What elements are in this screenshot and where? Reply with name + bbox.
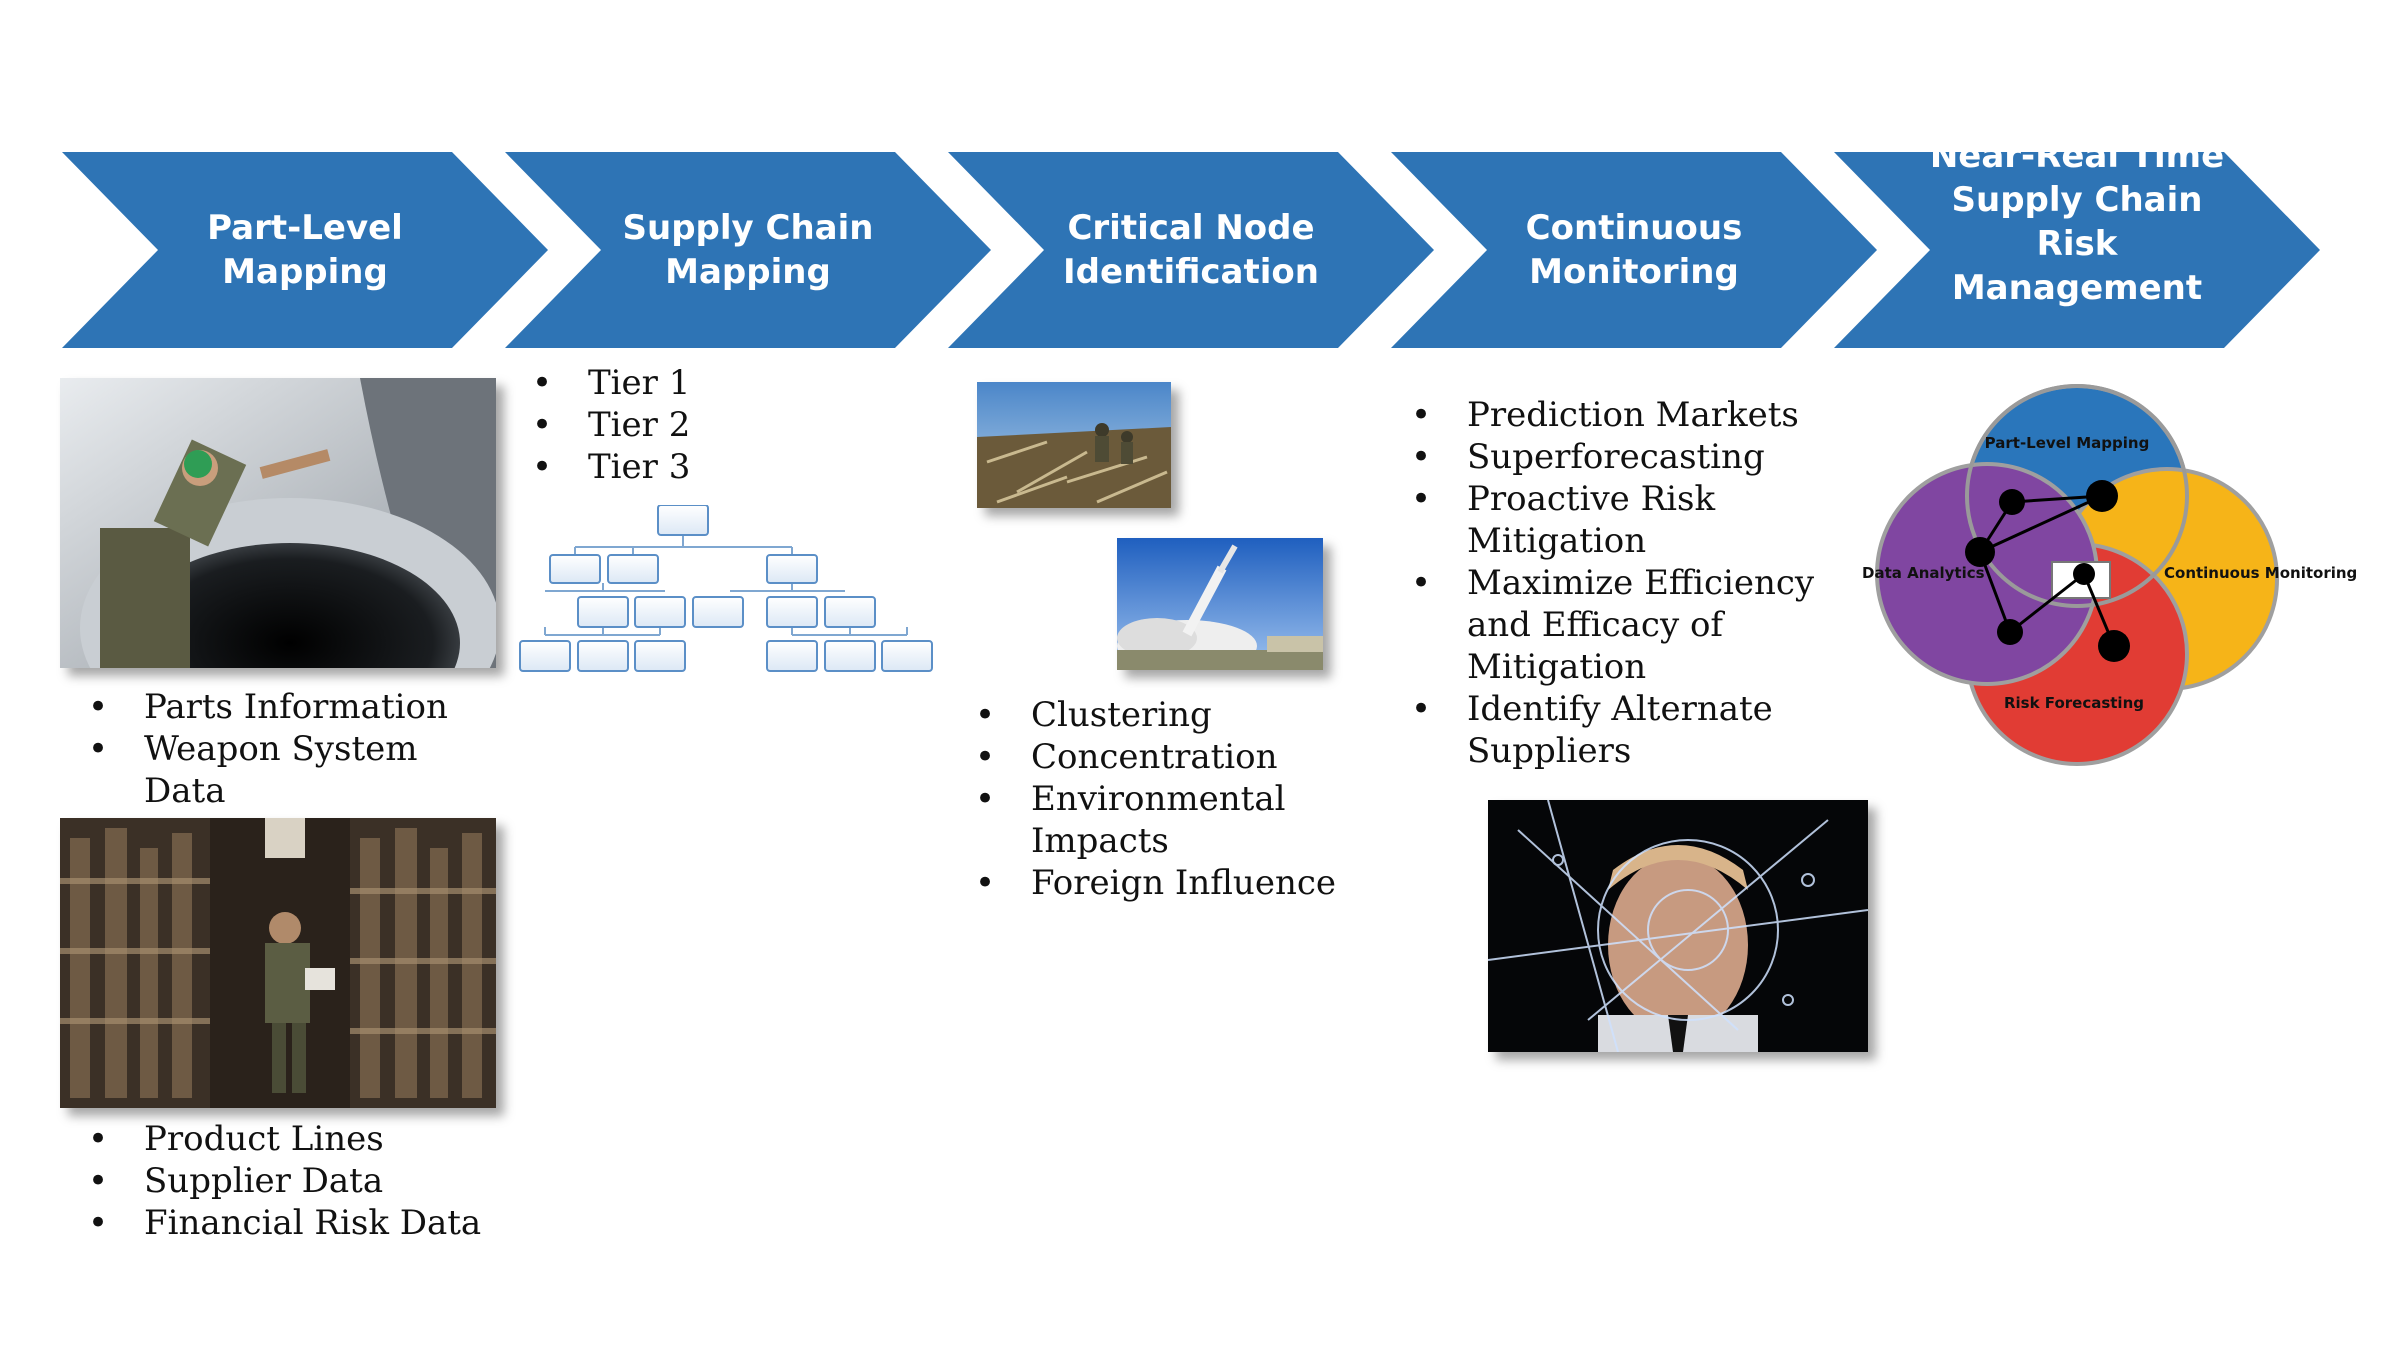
chevron-shape	[1834, 152, 2320, 348]
part-level-bullets-2: Product Lines Supplier Data Financial Ri…	[88, 1118, 508, 1244]
critical-node-bullets: Clustering Concentration Environmental I…	[975, 694, 1395, 904]
tier-list: Tier 1 Tier 2 Tier 3	[532, 362, 832, 488]
chevron-label: Critical Node Identification	[1063, 208, 1319, 292]
list-item: Parts Information	[88, 686, 508, 728]
chevron-shape	[62, 152, 548, 348]
monitoring-bullets: Prediction Markets Superforecasting Proa…	[1411, 394, 1841, 772]
chevron-label: Supply Chain Mapping	[622, 208, 874, 292]
airman-radar-screen-photo	[1488, 800, 1868, 1052]
venn-label-bottom: Risk Forecasting	[2004, 694, 2144, 712]
chevron-near-real-time-risk-management: Near-Real Time Supply Chain Risk Managem…	[1834, 136, 2320, 348]
soldiers-debris-photo	[977, 382, 1171, 508]
list-item: Financial Risk Data	[88, 1202, 508, 1244]
venn-label-right: Continuous Monitoring	[2164, 564, 2357, 582]
warehouse-parts-photo	[60, 818, 496, 1108]
chevron-shape	[1391, 152, 1877, 348]
list-item: Maximize Efficiency and Efficacy of Miti…	[1411, 562, 1841, 688]
chevron-continuous-monitoring: Continuous Monitoring	[1391, 152, 1877, 348]
list-item: Concentration	[975, 736, 1395, 778]
mechanic-jet-engine-photo	[60, 378, 496, 668]
chevron-label: Part-Level Mapping	[207, 208, 403, 292]
list-item: Supplier Data	[88, 1160, 508, 1202]
part-level-bullets-1: Parts Information Weapon System Data	[88, 686, 508, 812]
risk-management-venn-diagram: Part-Level Mapping Data Analytics Contin…	[1862, 384, 2357, 766]
list-item: Environmental Impacts	[975, 778, 1395, 862]
list-item: Tier 1	[532, 362, 832, 404]
list-item: Superforecasting	[1411, 436, 1841, 478]
missile-launch-photo	[1117, 538, 1323, 670]
list-item: Tier 3	[532, 446, 832, 488]
chevron-critical-node-identification: Critical Node Identification	[948, 152, 1434, 348]
chevron-shape	[948, 152, 1434, 348]
list-item: Foreign Influence	[975, 862, 1395, 904]
chevron-label: Near-Real Time Supply Chain Risk Managem…	[1929, 136, 2225, 308]
chevron-shape	[505, 152, 991, 348]
chevron-supply-chain-mapping: Supply Chain Mapping	[505, 152, 991, 348]
chevron-part-level-mapping: Part-Level Mapping	[62, 152, 548, 348]
supplier-tier-tree-icon	[519, 505, 933, 672]
venn-label-top: Part-Level Mapping	[1985, 434, 2150, 452]
list-item: Tier 2	[532, 404, 832, 446]
venn-label-left: Data Analytics	[1862, 564, 1985, 582]
chevron-label: Continuous Monitoring	[1525, 208, 1743, 292]
list-item: Product Lines	[88, 1118, 508, 1160]
list-item: Weapon System Data	[88, 728, 508, 812]
list-item: Identify Alternate Suppliers	[1411, 688, 1841, 772]
list-item: Proactive Risk Mitigation	[1411, 478, 1841, 562]
list-item: Prediction Markets	[1411, 394, 1841, 436]
list-item: Clustering	[975, 694, 1395, 736]
